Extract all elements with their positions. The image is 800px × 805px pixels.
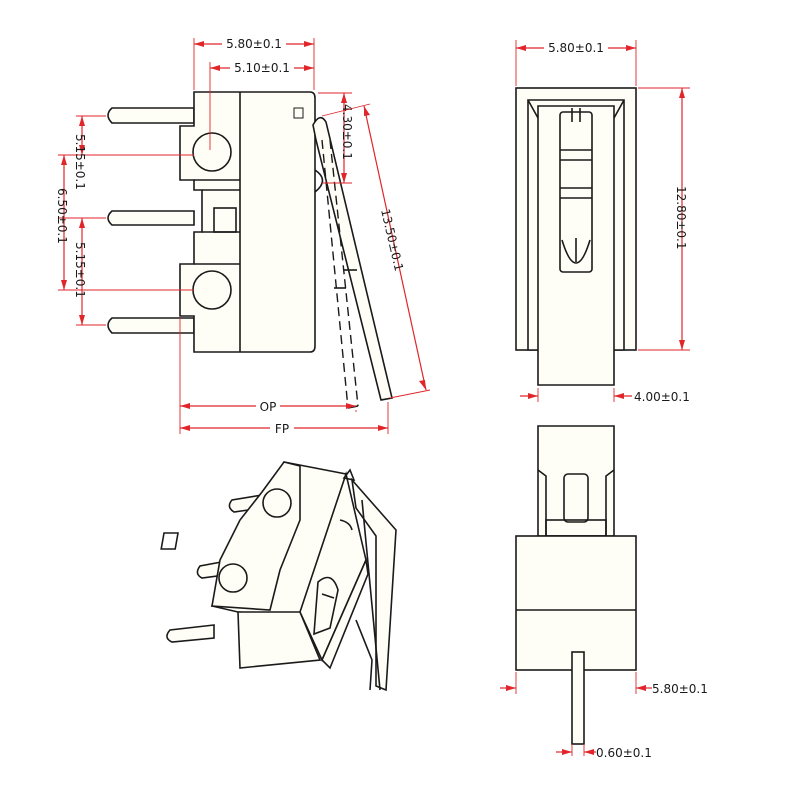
side-view-dimensions: 5.80±0.1 5.10±0.1 4.30±0.1 13.50±0.1 5.1… [55,36,431,436]
label-pin-spacing-bottom: 5.15±0.1 [73,242,87,298]
side-window [213,207,237,233]
label-pin-spacing-total: 6.50±0.1 [55,188,69,244]
label-lever-length: 13.50±0.1 [378,208,406,273]
side-body [179,91,316,353]
iso-front-face [237,611,322,669]
label-front-height: 12.80±0.1 [674,186,688,250]
label-lever-offset: 4.30±0.1 [340,104,354,160]
iso-view [160,461,397,692]
bottom-pin [571,651,585,745]
label-front-depth: 4.00±0.1 [634,390,690,404]
pin-top [107,107,195,124]
label-fp: FP [275,422,289,436]
label-front-width: 5.80±0.1 [548,41,604,55]
front-view [515,87,637,386]
label-op: OP [260,400,277,414]
label-side-width-outer: 5.80±0.1 [226,37,282,51]
iso-lever [350,477,397,692]
label-pin-width: 0.60±0.1 [596,746,652,760]
pin-bottom [107,317,195,334]
bottom-view-dimensions: 5.80±0.1 0.60±0.1 [500,672,708,760]
label-bottom-width: 5.80±0.1 [652,682,708,696]
iso-pin-bottom [166,624,215,643]
front-view-dimensions: 5.80±0.1 12.80±0.1 4.00±0.1 [515,40,690,404]
bottom-body [515,535,637,671]
pin-middle [107,210,195,226]
lever-solid [312,116,393,401]
bottom-view [515,425,637,745]
label-side-width-inner: 5.10±0.1 [234,61,290,75]
side-view [107,91,393,409]
label-pin-spacing-top: 5.15±0.1 [73,134,87,190]
mount-hole-top [192,132,232,172]
